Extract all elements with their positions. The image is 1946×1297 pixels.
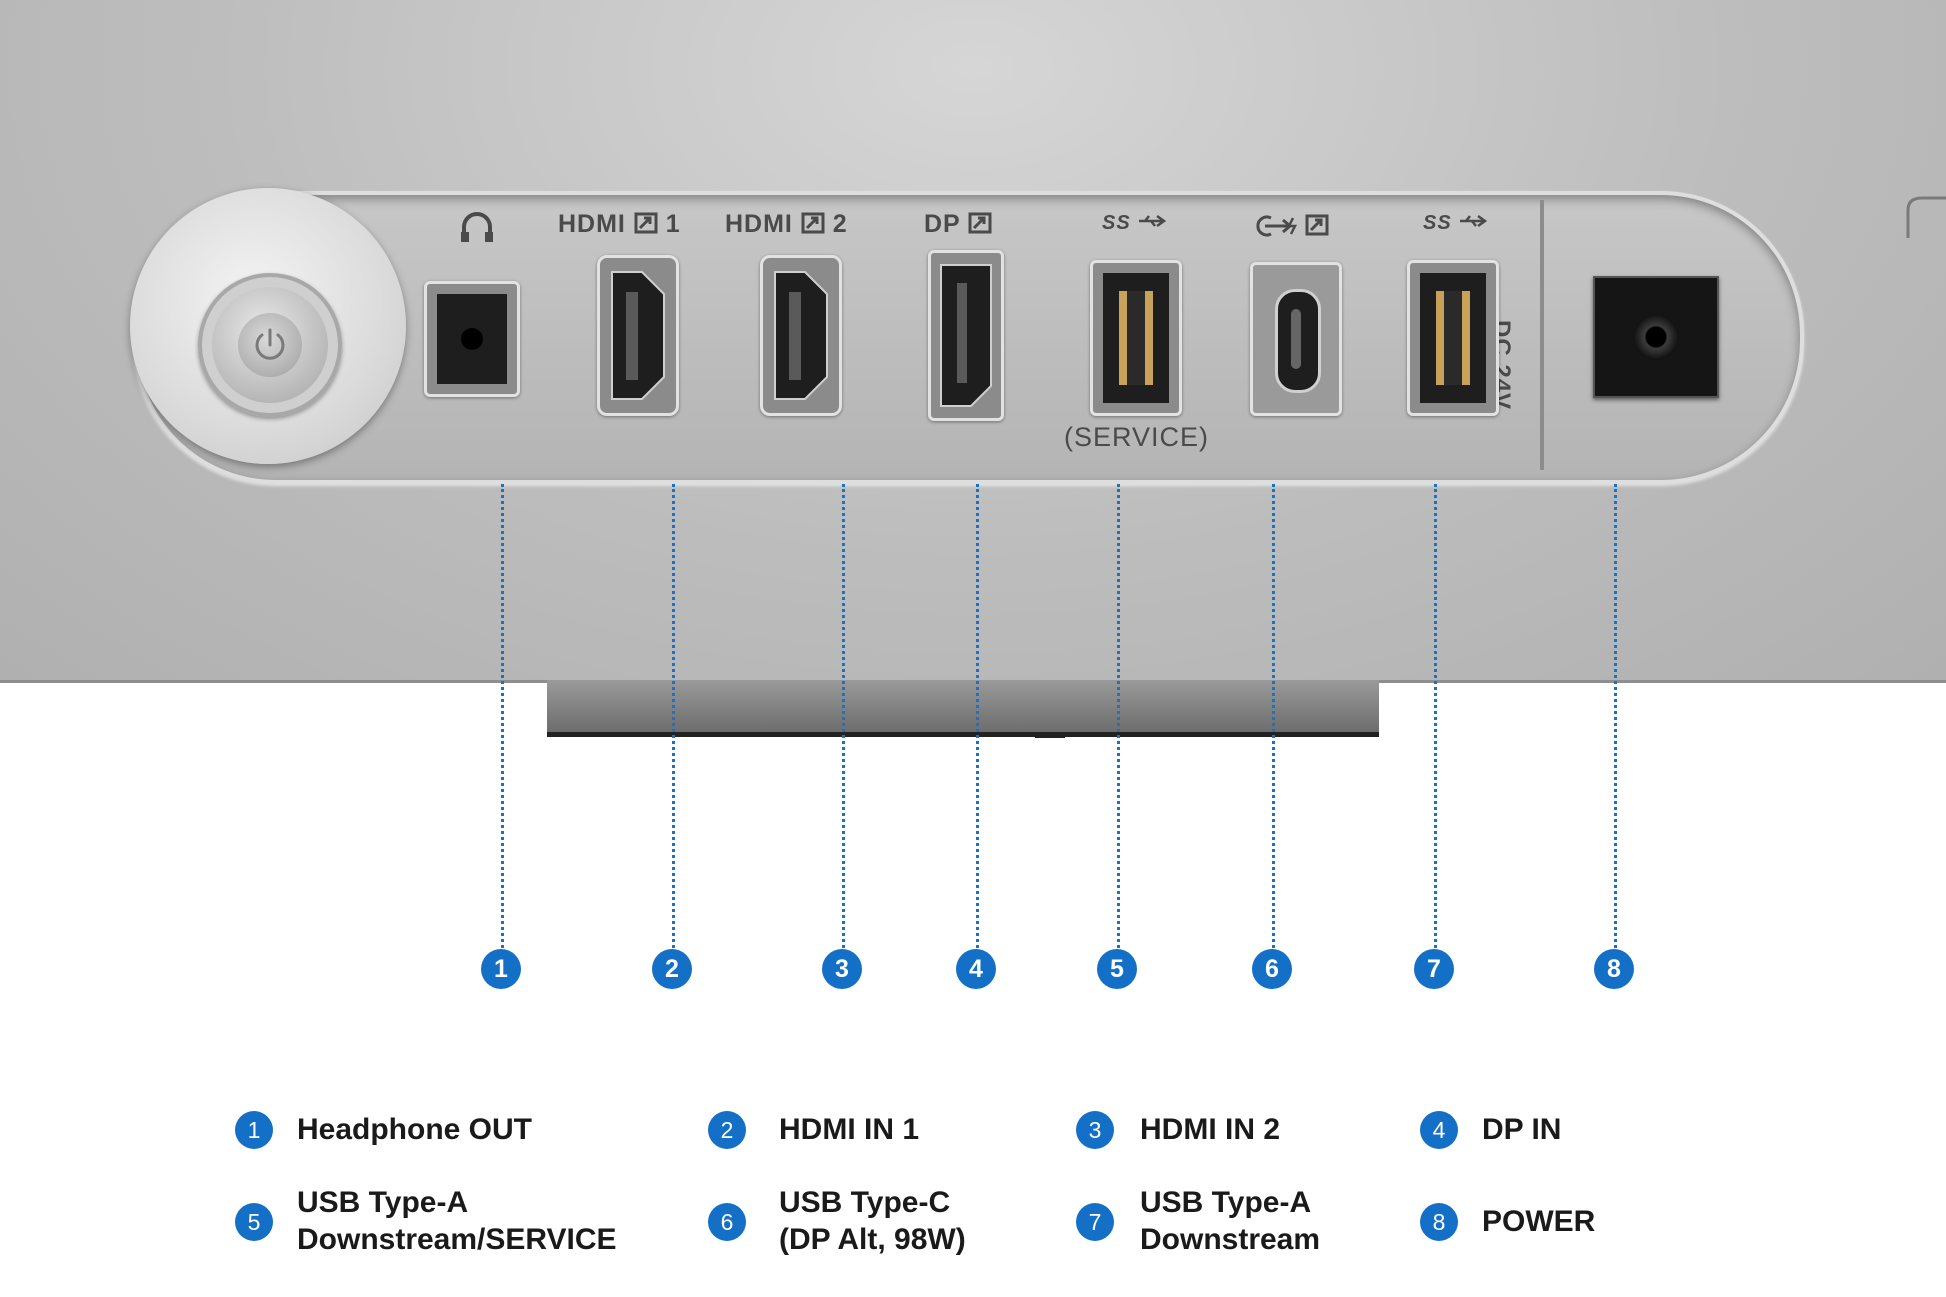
usb-ss-label-5: SS <box>1102 212 1167 235</box>
input-arrow-icon <box>634 212 658 234</box>
callout-7: 7 <box>1414 949 1454 989</box>
leader-line-7 <box>1434 484 1437 954</box>
callout-4: 4 <box>956 949 996 989</box>
leader-line-8 <box>1614 484 1617 954</box>
housing-edge-mark <box>1906 196 1946 238</box>
legend-num-2: 2 <box>708 1111 746 1149</box>
service-label: (SERVICE) <box>1064 422 1210 452</box>
legend-num-5: 5 <box>235 1203 273 1241</box>
legend-num-4: 4 <box>1420 1111 1458 1149</box>
stand-neck <box>547 680 1379 737</box>
callout-1: 1 <box>481 949 521 989</box>
callout-6: 6 <box>1252 949 1292 989</box>
leader-line-1 <box>501 484 504 954</box>
input-arrow-icon <box>801 212 825 234</box>
legend-text-3: HDMI IN 2 <box>1140 1113 1281 1146</box>
usb-superspeed-icon <box>1139 214 1167 228</box>
legend-num-6: 6 <box>708 1203 746 1241</box>
legend-num-1: 1 <box>235 1111 273 1149</box>
dp-port[interactable] <box>928 250 1004 421</box>
legend-text-1: Headphone OUT <box>297 1113 533 1146</box>
usb-a-service-port[interactable] <box>1090 260 1182 416</box>
leader-line-2 <box>672 484 675 954</box>
hdmi2-port-label: HDMI 2 <box>725 210 848 238</box>
hdmi1-port[interactable] <box>597 255 679 416</box>
callout-3: 3 <box>822 949 862 989</box>
legend-text-2: HDMI IN 1 <box>779 1113 920 1146</box>
leader-line-5 <box>1117 484 1120 954</box>
usb-a-downstream-port[interactable] <box>1407 260 1499 416</box>
legend-text-6: USB Type-C(DP Alt, 98W) <box>779 1186 966 1256</box>
dp-port-label: DP <box>924 210 992 239</box>
power-icon <box>255 328 285 360</box>
usb-c-port[interactable] <box>1250 262 1342 416</box>
hdmi2-port[interactable] <box>760 255 842 416</box>
leader-line-3 <box>842 484 845 954</box>
headphone-port[interactable] <box>424 281 520 397</box>
legend-num-3: 3 <box>1076 1111 1114 1149</box>
headphone-icon <box>461 212 493 242</box>
callout-8: 8 <box>1594 949 1634 989</box>
legend-num-7: 7 <box>1076 1203 1114 1241</box>
dc-power-port[interactable] <box>1593 276 1719 398</box>
legend-num-8: 8 <box>1420 1203 1458 1241</box>
leader-line-6 <box>1272 484 1275 954</box>
power-zone-divider <box>1540 200 1544 470</box>
leader-line-4 <box>976 484 979 954</box>
stand-notch <box>1035 732 1065 738</box>
input-arrow-icon <box>968 212 992 234</box>
legend-text-4: DP IN <box>1482 1113 1562 1146</box>
usb-superspeed-icon <box>1460 214 1488 228</box>
legend-text-8: POWER <box>1482 1205 1596 1238</box>
callout-5: 5 <box>1097 949 1137 989</box>
hdmi1-port-label: HDMI 1 <box>558 210 681 238</box>
usb-c-icon <box>1256 214 1329 237</box>
callout-2: 2 <box>652 949 692 989</box>
usb-ss-label-7: SS <box>1423 212 1488 235</box>
